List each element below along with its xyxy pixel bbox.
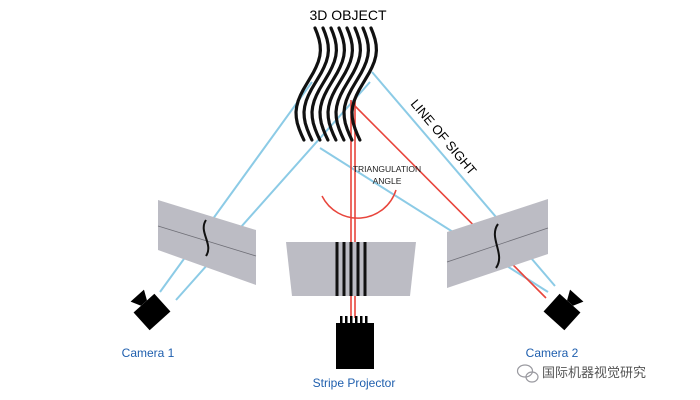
triangulation-label-line1: TRIANGULATION	[353, 164, 421, 174]
camera2-screen	[446, 199, 549, 288]
camera2-icon	[543, 289, 584, 331]
object-stripe	[294, 26, 323, 142]
camera2-stripe-image	[493, 223, 501, 269]
camera2-label: Camera 2	[526, 346, 579, 360]
object-stripe	[302, 26, 331, 142]
wechat-icon	[516, 364, 539, 383]
object-stripe	[318, 26, 347, 142]
projector-stripes	[335, 242, 367, 296]
triangulation-angle-arc	[321, 189, 397, 219]
object-label: 3D OBJECT	[309, 7, 386, 23]
projector-label: Stripe Projector	[313, 376, 396, 390]
object-stripe	[350, 26, 379, 142]
watermark: 国际机器视觉研究	[516, 364, 646, 383]
3d-object	[294, 26, 379, 142]
object-stripe	[342, 26, 371, 142]
projector-icon	[336, 316, 374, 369]
watermark-text: 国际机器视觉研究	[542, 365, 646, 380]
sight-line-camera2-lower	[319, 147, 549, 293]
camera1-label: Camera 1	[122, 346, 175, 360]
object-stripe	[334, 26, 363, 142]
camera1-icon	[130, 289, 171, 331]
camera1-stripe-image	[202, 219, 210, 257]
projector-pattern	[286, 242, 416, 296]
camera2-screen-plane	[447, 199, 548, 288]
object-stripe	[326, 26, 355, 142]
object-stripe	[310, 26, 339, 142]
triangulation-label-line2: ANGLE	[373, 176, 402, 186]
camera1-screen	[157, 200, 257, 285]
